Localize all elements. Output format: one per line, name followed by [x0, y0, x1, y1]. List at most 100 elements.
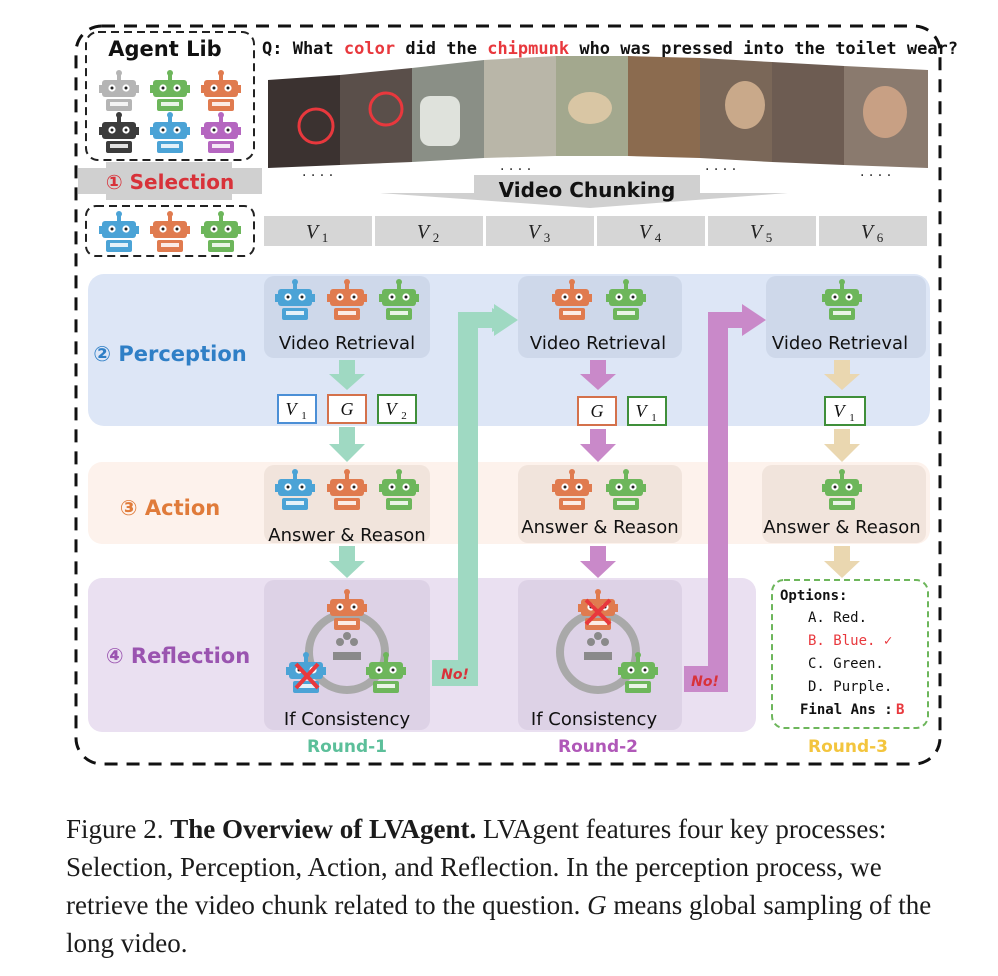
chunk-index: 2 — [433, 230, 440, 245]
orange-robot-icon — [150, 211, 190, 252]
video-chunking-label: Video Chunking — [499, 178, 676, 202]
flow-arrow — [580, 360, 616, 390]
orange-robot-icon — [201, 70, 241, 111]
chunk-letter: V — [417, 221, 432, 243]
chunk-box — [819, 216, 927, 246]
option-d: D. Purple. — [808, 679, 892, 695]
global-tag — [327, 394, 367, 424]
no-arrow-round-2 — [684, 304, 766, 692]
flow-arrow — [580, 546, 616, 578]
video-retrieval-label: Video Retrieval — [772, 333, 908, 354]
video-frames: . . . . . . . . . . . . . . . . — [268, 56, 928, 180]
round-3-column: Video Retrieval V 1 Answer & Reason Opti… — [762, 276, 929, 757]
chunk-box — [486, 216, 594, 246]
caption-title: The Overview of LVAgent. — [170, 814, 477, 844]
caption-body-1: LVAgent features four key processes: Sel… — [66, 814, 887, 920]
chunk-tag-index: 1 — [301, 410, 307, 422]
round-1-column: Video Retrieval V 1 G V 2 Answer & Reaso… — [264, 276, 430, 757]
highlight-circle — [368, 91, 404, 127]
lvagent-overview-diagram: Agent Lib ① Selection Q: What color did … — [74, 24, 958, 766]
green-robot-icon — [201, 211, 241, 252]
final-answer-value: B — [896, 702, 904, 718]
chunk-letter: V — [528, 221, 543, 243]
chunk-index: 4 — [655, 230, 662, 245]
video-frame — [268, 75, 340, 168]
chunk-tag-index: 1 — [651, 412, 657, 424]
agent-lib-title: Agent Lib — [108, 37, 221, 61]
chunk-index: 5 — [766, 230, 773, 245]
global-tag-letter: G — [341, 399, 354, 419]
chunk-tag-index: 2 — [401, 410, 407, 422]
chunk-tag-v1 — [277, 394, 317, 424]
highlight-circle — [297, 107, 335, 145]
no-label-2: No! — [691, 674, 719, 690]
chunk-box — [597, 216, 705, 246]
rejected-cross-icon — [584, 598, 612, 626]
chunk-index: 3 — [544, 230, 551, 245]
meeting-icon — [333, 632, 361, 660]
answer-reason-label: Answer & Reason — [521, 517, 678, 538]
option-c: C. Green. — [808, 656, 884, 672]
if-consistency-label: If Consistency — [284, 709, 411, 730]
chunk-box — [708, 216, 816, 246]
video-frame — [772, 62, 844, 165]
gray-robot-icon — [99, 70, 139, 111]
chunk-tag-v1 — [824, 396, 866, 426]
stage-perception: ② Perception — [93, 342, 246, 366]
toilet-shape — [420, 96, 460, 146]
video-chunking-arrow — [380, 175, 788, 208]
flow-arrow — [824, 429, 860, 462]
option-b: B. Blue. ✓ — [808, 633, 892, 649]
meeting-icon — [584, 632, 612, 660]
caption-figure: Figure 2. — [66, 814, 164, 844]
stage-reflection: ④ Reflection — [106, 644, 250, 668]
figure-caption: Figure 2. The Overview of LVAgent. LVAge… — [66, 810, 946, 962]
video-retrieval-label: Video Retrieval — [530, 333, 666, 354]
chipmunk-shape — [568, 92, 612, 124]
options-box — [771, 579, 929, 729]
round-3-label: Round-3 — [808, 737, 888, 757]
chunk-letter: V — [750, 221, 765, 243]
blue-robot-icon — [150, 112, 190, 153]
flow-arrow — [580, 429, 616, 462]
agent-lib: Agent Lib — [85, 31, 255, 161]
round-2-column: Video Retrieval G V 1 Answer & Reason If… — [518, 276, 682, 757]
stage-selection: ① Selection — [106, 170, 235, 194]
no-arrow-round-1-body — [432, 304, 518, 686]
flow-arrow — [824, 546, 860, 578]
purple-robot-icon — [201, 112, 241, 153]
chunk-tag-v2 — [377, 394, 417, 424]
video-retrieval-label: Video Retrieval — [279, 333, 415, 354]
agent-lib-box — [85, 31, 255, 161]
black-robot-icon — [99, 112, 139, 153]
question-text: Q: What color did the chipmunk who was p… — [262, 39, 958, 59]
if-consistency-label: If Consistency — [531, 709, 658, 730]
caption-body-2: means global sampling of the long video. — [66, 890, 932, 958]
chunk-index: 6 — [877, 230, 884, 245]
chunk-tag-letter: V — [834, 401, 847, 421]
answer-reason-label: Answer & Reason — [268, 525, 425, 546]
frame-dots: . . . . — [860, 164, 891, 180]
chunk-tag-letter: V — [636, 401, 649, 421]
outer-frame — [74, 24, 942, 766]
flow-arrow — [329, 427, 365, 462]
chunk-box — [264, 216, 372, 246]
chunk-letter: V — [639, 221, 654, 243]
caption-g: G — [587, 890, 607, 920]
person-face — [725, 81, 765, 129]
global-tag-letter: G — [591, 401, 604, 421]
green-robot-icon — [150, 70, 190, 111]
no-label-1: No! — [441, 667, 469, 683]
selected-agents — [85, 205, 255, 257]
frame-dots: . . . . — [705, 158, 736, 174]
chunk-tag-index: 1 — [849, 412, 855, 424]
final-answer-label: Final Ans : — [800, 702, 893, 718]
chunk-box — [375, 216, 483, 246]
answer-reason-label: Answer & Reason — [763, 517, 920, 538]
frame-dots: . . . . — [302, 164, 333, 180]
chunk-letter: V — [861, 221, 876, 243]
chunk-tag-letter: V — [286, 399, 299, 419]
blue-robot-icon — [99, 211, 139, 252]
selection-arrow — [78, 162, 262, 200]
